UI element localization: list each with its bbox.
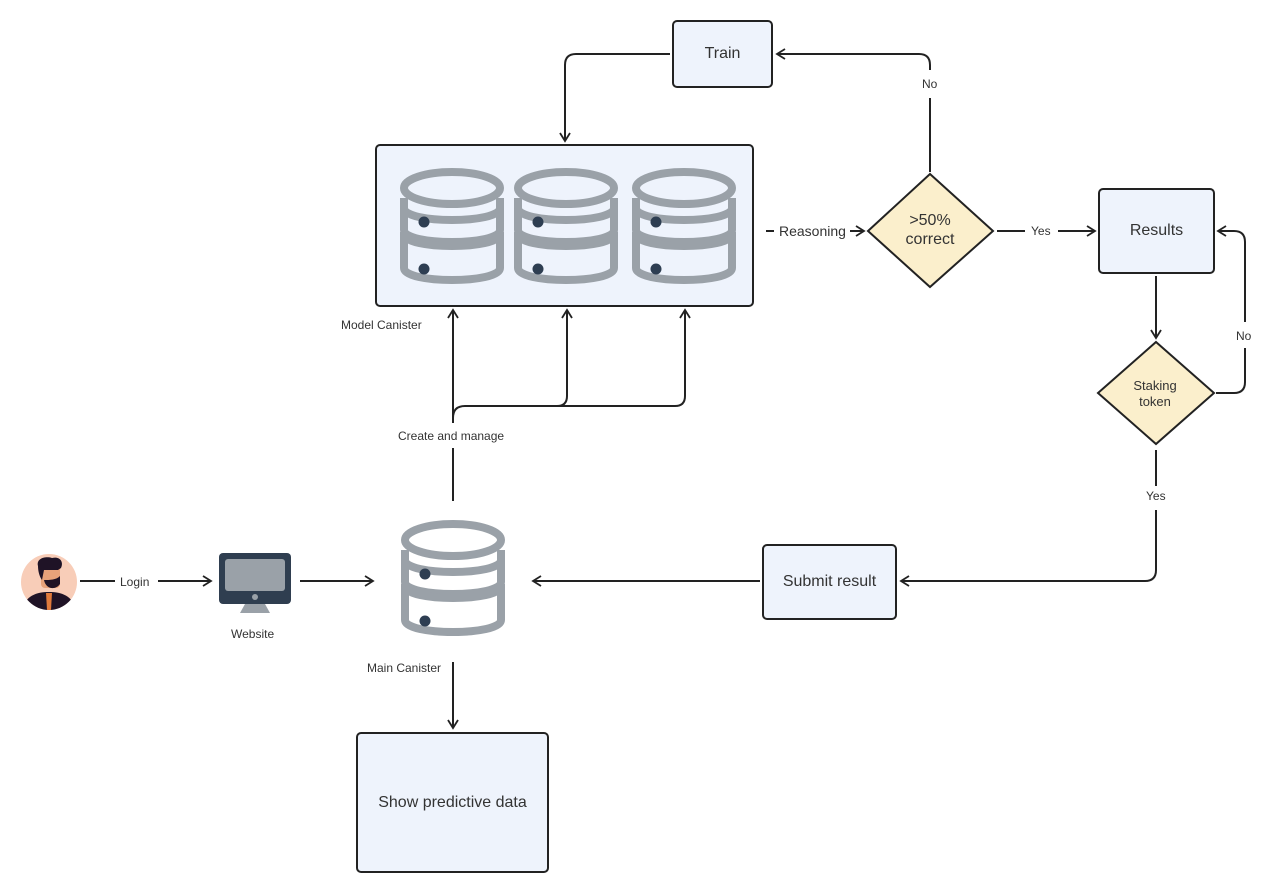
user-avatar-icon[interactable] xyxy=(21,554,77,612)
edge-create-to-model-2 xyxy=(452,308,573,419)
edge-staking-no xyxy=(1216,348,1246,394)
main-canister-database-icon[interactable] xyxy=(405,524,501,632)
reasoning-label: Reasoning xyxy=(779,223,846,239)
decision-staking-line1: Staking xyxy=(1133,378,1177,393)
results-label: Results xyxy=(1129,222,1184,239)
decision-staking-line2: token xyxy=(1139,393,1171,409)
main-canister-label: Main Canister xyxy=(367,661,442,675)
decision-staking[interactable] xyxy=(1096,340,1216,446)
decision-accuracy-line2: correct xyxy=(905,231,955,249)
show-predictive-data-node[interactable]: Show predictive data xyxy=(356,732,549,873)
results-node[interactable]: Results xyxy=(1098,188,1215,274)
train-node[interactable]: Train xyxy=(672,20,773,88)
no-staking-label: No xyxy=(1236,329,1252,343)
submit-result-label: Submit result xyxy=(782,573,877,590)
edge-no-to-train-2 xyxy=(775,48,931,70)
monitor-icon[interactable] xyxy=(219,553,291,613)
yes-staking-label: Yes xyxy=(1146,489,1166,503)
edge-create-to-model-3 xyxy=(557,308,691,407)
decision-accuracy[interactable] xyxy=(866,172,995,289)
show-predictive-data-label: Show predictive data xyxy=(378,793,527,811)
login-label: Login xyxy=(120,575,150,589)
decision-accuracy-text: >50% correct xyxy=(880,211,980,249)
submit-result-node[interactable]: Submit result xyxy=(762,544,897,620)
yes-accuracy-label: Yes xyxy=(1031,224,1051,238)
no-accuracy-label: No xyxy=(922,77,938,91)
decision-accuracy-line1: >50% xyxy=(909,212,951,229)
edge-train-to-model xyxy=(559,53,670,143)
decision-staking-text: Staking token xyxy=(1110,378,1200,409)
model-canister-label: Model Canister xyxy=(341,318,422,332)
edge-staking-no-2 xyxy=(1216,225,1246,322)
edge-staking-yes-2 xyxy=(899,510,1157,587)
create-and-manage-label: Create and manage xyxy=(398,429,505,443)
website-label: Website xyxy=(231,627,275,641)
train-label: Train xyxy=(704,45,741,62)
